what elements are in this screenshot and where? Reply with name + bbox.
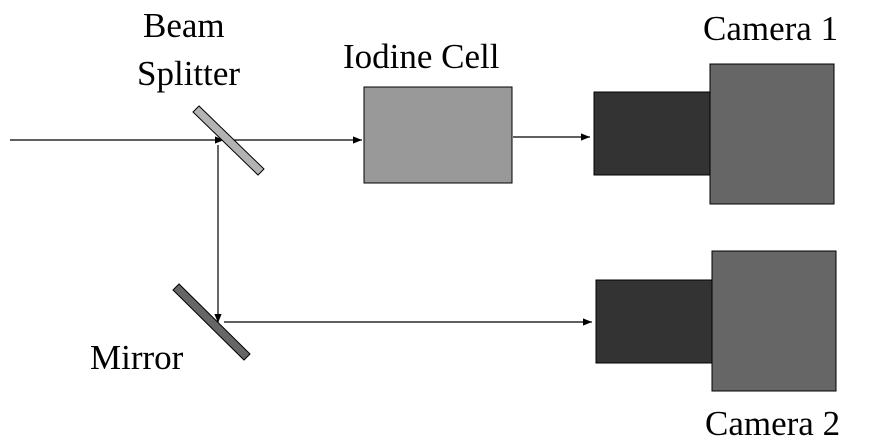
camera2-label: Camera 2 — [705, 404, 841, 443]
beam-splitter-label-line1: Beam — [143, 6, 225, 45]
iodine-cell — [363, 86, 513, 184]
mirror — [172, 283, 251, 361]
camera1-body — [709, 63, 835, 205]
camera-1 — [593, 63, 835, 205]
camera2-lens — [595, 279, 714, 364]
mirror-label: Mirror — [90, 338, 184, 377]
beam-splitter — [192, 105, 265, 176]
camera1-lens — [593, 91, 712, 176]
beam-splitter-label-line2: Splitter — [137, 54, 241, 93]
camera1-label: Camera 1 — [703, 9, 839, 48]
camera-2 — [595, 250, 837, 392]
camera2-body — [711, 250, 837, 392]
iodine-cell-label: Iodine Cell — [343, 37, 500, 76]
